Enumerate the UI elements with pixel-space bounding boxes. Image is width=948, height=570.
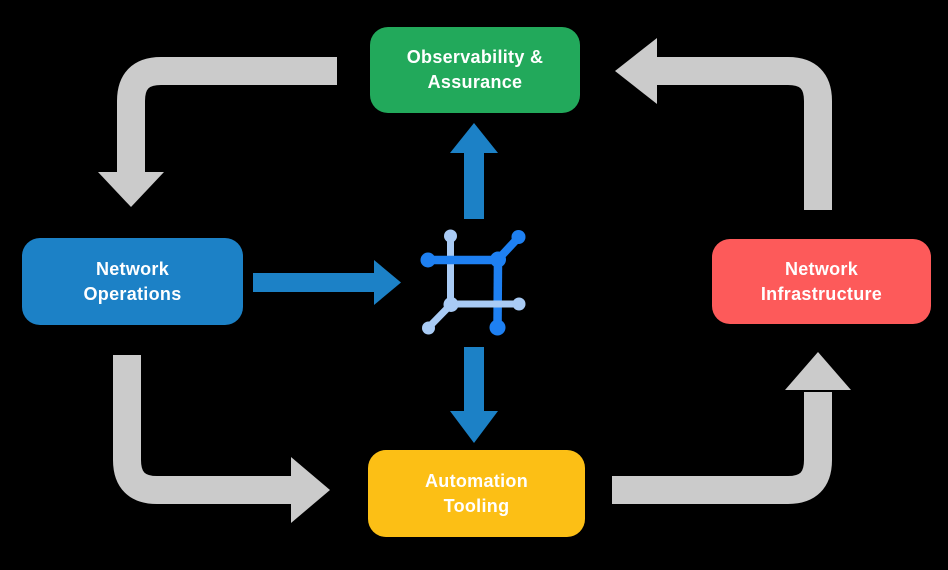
arrow-shaft (253, 273, 374, 292)
node-network-operations: Network Operations (22, 238, 243, 325)
arrow-automation-to-infrastructure (612, 352, 851, 504)
node-label-line1: Network (784, 258, 859, 279)
node-automation-tooling: Automation Tooling (368, 450, 585, 537)
arrow-shaft (113, 355, 293, 504)
arrow-infrastructure-to-observability (615, 38, 832, 210)
arrow-center-to-observability (450, 123, 498, 219)
node-label-line2: Tooling (443, 495, 510, 516)
network-mesh-icon (420, 229, 526, 336)
arrowhead-right-icon (291, 457, 330, 523)
node-label-line1: Observability & (406, 47, 544, 68)
arrowhead-right-icon (374, 260, 401, 305)
node-label-line1: Network (95, 258, 170, 279)
arrow-operations-to-center (253, 260, 401, 305)
arrow-shaft (464, 151, 484, 219)
node-observability-assurance: Observability & Assurance (370, 27, 580, 113)
icon-node-right (512, 297, 526, 311)
arrow-shaft (612, 392, 832, 504)
node-label-line2: Infrastructure (760, 283, 883, 304)
arrow-shaft (464, 347, 484, 413)
node-label-line1: Automation (425, 470, 528, 491)
node-label-line2: Assurance (427, 72, 523, 92)
icon-line-right-side (493, 259, 503, 328)
arrow-center-to-automation (450, 347, 498, 443)
arrowhead-left-icon (615, 38, 657, 104)
arrow-shaft (655, 57, 832, 210)
arrowhead-down-icon (98, 172, 164, 207)
node-network-infrastructure: Network Infrastructure (712, 239, 931, 324)
icon-node-left (420, 252, 436, 268)
icon-node-top (444, 229, 457, 243)
arrow-operations-to-automation (113, 355, 330, 523)
node-label-line2: Operations (83, 283, 182, 304)
arrowhead-down-icon (450, 411, 498, 443)
icon-node-bottom (489, 319, 506, 336)
arrow-shaft (117, 57, 337, 174)
arrow-observability-to-operations (98, 57, 337, 207)
icon-node-top-right (511, 230, 526, 244)
icon-node-bottom-left (422, 321, 435, 335)
arrowhead-up-icon (785, 352, 851, 390)
arrowhead-up-icon (450, 123, 498, 153)
